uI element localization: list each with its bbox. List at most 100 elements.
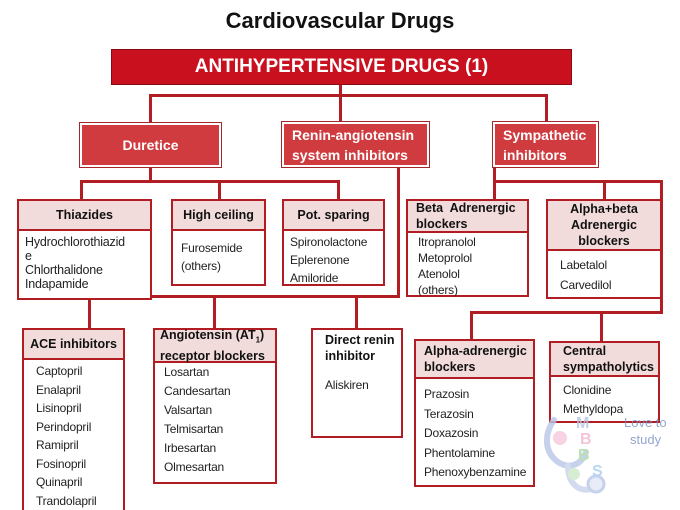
connector xyxy=(80,180,340,183)
list-item: Aliskiren xyxy=(325,378,369,392)
alpha-beta-header-line1: Alpha+beta xyxy=(570,202,638,216)
connector xyxy=(339,94,342,122)
renin-inhibitor-header: Direct renin inhibitor xyxy=(313,330,401,366)
connector xyxy=(603,180,606,200)
list-item: Itropranolol xyxy=(418,235,476,249)
high-ceiling-box: High ceiling Furosemide (others) xyxy=(171,199,266,286)
watermark-letter: S xyxy=(592,463,603,480)
renin-header-line1: Direct renin xyxy=(325,333,395,347)
list-item: Indapamide xyxy=(25,277,89,291)
central-header: Central sympatholytics xyxy=(551,343,658,377)
connector xyxy=(88,295,400,298)
category-diuretics-label: Duretice xyxy=(122,137,179,153)
list-item: Chlorthalidone xyxy=(25,263,103,277)
connector xyxy=(337,180,340,200)
connector xyxy=(470,311,473,339)
category-diuretics: Duretice xyxy=(80,123,221,167)
alpha-beta-header-line2: Adrenergic xyxy=(571,218,637,232)
central-header-line2: sympatholytics xyxy=(563,360,655,374)
list-item: (others) xyxy=(418,283,458,297)
list-item: Clonidine xyxy=(563,383,612,397)
stethoscope-icon xyxy=(544,417,606,494)
list-item: Irbesartan xyxy=(164,441,217,455)
arb-header-line1: Angiotensin (AT1) xyxy=(160,327,265,345)
category-ras-line1: Renin-angiotensin xyxy=(292,126,415,143)
list-item: Atenolol xyxy=(418,267,460,281)
list-item: Fosinopril xyxy=(36,456,87,471)
connector xyxy=(493,180,663,183)
list-item: Quinapril xyxy=(36,475,83,489)
beta-header-line1: Beta Adrenergic xyxy=(416,201,516,215)
connector xyxy=(218,180,221,200)
renin-header-line2: inhibitor xyxy=(325,349,375,363)
watermark-text: Love to study xyxy=(624,414,667,448)
list-item: Enalapril xyxy=(36,382,81,397)
list-item: Losartan xyxy=(164,365,210,379)
list-item: Phentolamine xyxy=(424,445,495,460)
list-item: Terazosin xyxy=(424,406,474,421)
connector xyxy=(149,94,152,122)
page-title: Cardiovascular Drugs xyxy=(225,8,455,33)
central-sympatholytics-box: Central sympatholytics Clonidine Methyld… xyxy=(549,341,660,423)
list-item: Ramipril xyxy=(36,438,79,452)
alpha-beta-header-line3: blockers xyxy=(578,234,630,248)
beta-header-line2: blockers xyxy=(416,217,468,231)
list-item: Olmesartan xyxy=(164,460,225,474)
watermark-letter: M xyxy=(576,415,590,432)
renin-inhibitor-box: Direct renin inhibitor Aliskiren xyxy=(311,328,403,438)
connector xyxy=(213,295,216,328)
arb-header-line2: receptor blockers xyxy=(160,349,265,364)
beta-blockers-box: Beta Adrenergic blockers Itropranolol Me… xyxy=(406,199,529,297)
list-item: Phenoxybenzamine xyxy=(424,465,527,479)
list-item: Telmisartan xyxy=(164,422,224,436)
connector xyxy=(88,295,91,328)
thiazides-header: Thiazides xyxy=(19,201,150,231)
list-item: Candesartan xyxy=(164,384,231,398)
connector xyxy=(80,180,83,200)
list-item: Doxazosin xyxy=(424,426,479,440)
arb-box: Angiotensin (AT1) receptor blockers Losa… xyxy=(153,328,277,484)
arb-header-subscript: 1 xyxy=(255,335,261,345)
connector xyxy=(149,94,547,97)
beta-blockers-header: Beta Adrenergic blockers xyxy=(408,201,527,233)
connector xyxy=(339,85,342,95)
list-item: Lisinopril xyxy=(36,401,82,415)
category-sympathetic-line1: Sympathetic xyxy=(503,126,587,143)
central-header-line1: Central xyxy=(563,344,607,358)
list-item: Methyldopa xyxy=(563,402,624,416)
list-item: Metoprolol xyxy=(418,251,473,265)
watermark-letter: B xyxy=(578,447,590,464)
category-sympathetic: Sympathetic inhibitors xyxy=(493,122,598,167)
connector xyxy=(545,94,548,122)
alpha-beta-blockers-box: Alpha+beta Adrenergic blockers Labetalol… xyxy=(546,199,662,299)
alpha-beta-header: Alpha+beta Adrenergic blockers xyxy=(548,201,660,251)
list-item: Eplerenone xyxy=(290,253,350,267)
category-ras-line2: system inhibitors xyxy=(292,146,408,163)
list-item: Trandolapril xyxy=(36,493,97,508)
connector xyxy=(600,311,603,341)
list-item: Perindopril xyxy=(36,419,92,434)
connector xyxy=(493,167,496,181)
list-item: Amiloride xyxy=(290,271,339,285)
category-sympathetic-line2: inhibitors xyxy=(503,146,567,163)
connector xyxy=(397,167,400,297)
category-renin-angiotensin: Renin-angiotensin system inhibitors xyxy=(282,122,429,167)
alpha-blockers-box: Alpha-adrenergic blockers Prazosin Teraz… xyxy=(414,339,535,487)
list-item: Spironolactone xyxy=(290,235,368,249)
list-item: Labetalol xyxy=(560,258,607,272)
list-item: Captopril xyxy=(36,364,83,378)
alpha-blockers-header: Alpha-adrenergic blockers xyxy=(416,341,533,379)
pot-sparing-box: Pot. sparing Spironolactone Eplerenone A… xyxy=(282,199,385,286)
connector xyxy=(149,167,152,181)
main-heading: ANTIHYPERTENSIVE DRUGS (1) xyxy=(111,49,572,85)
watermark-line2: study xyxy=(630,432,662,447)
connector xyxy=(493,180,496,200)
thiazides-box: Thiazides Hydrochlorothiazid e Chlorthal… xyxy=(17,199,152,300)
high-ceiling-header: High ceiling xyxy=(173,201,264,231)
list-item: Furosemide xyxy=(181,241,243,255)
alpha-header-line2: blockers xyxy=(424,360,476,374)
watermark-line1: Love to xyxy=(624,415,667,430)
list-item: (others) xyxy=(181,259,221,273)
alpha-header-line1: Alpha-adrenergic xyxy=(424,344,527,358)
list-item: Hydrochlorothiazid xyxy=(25,235,125,249)
